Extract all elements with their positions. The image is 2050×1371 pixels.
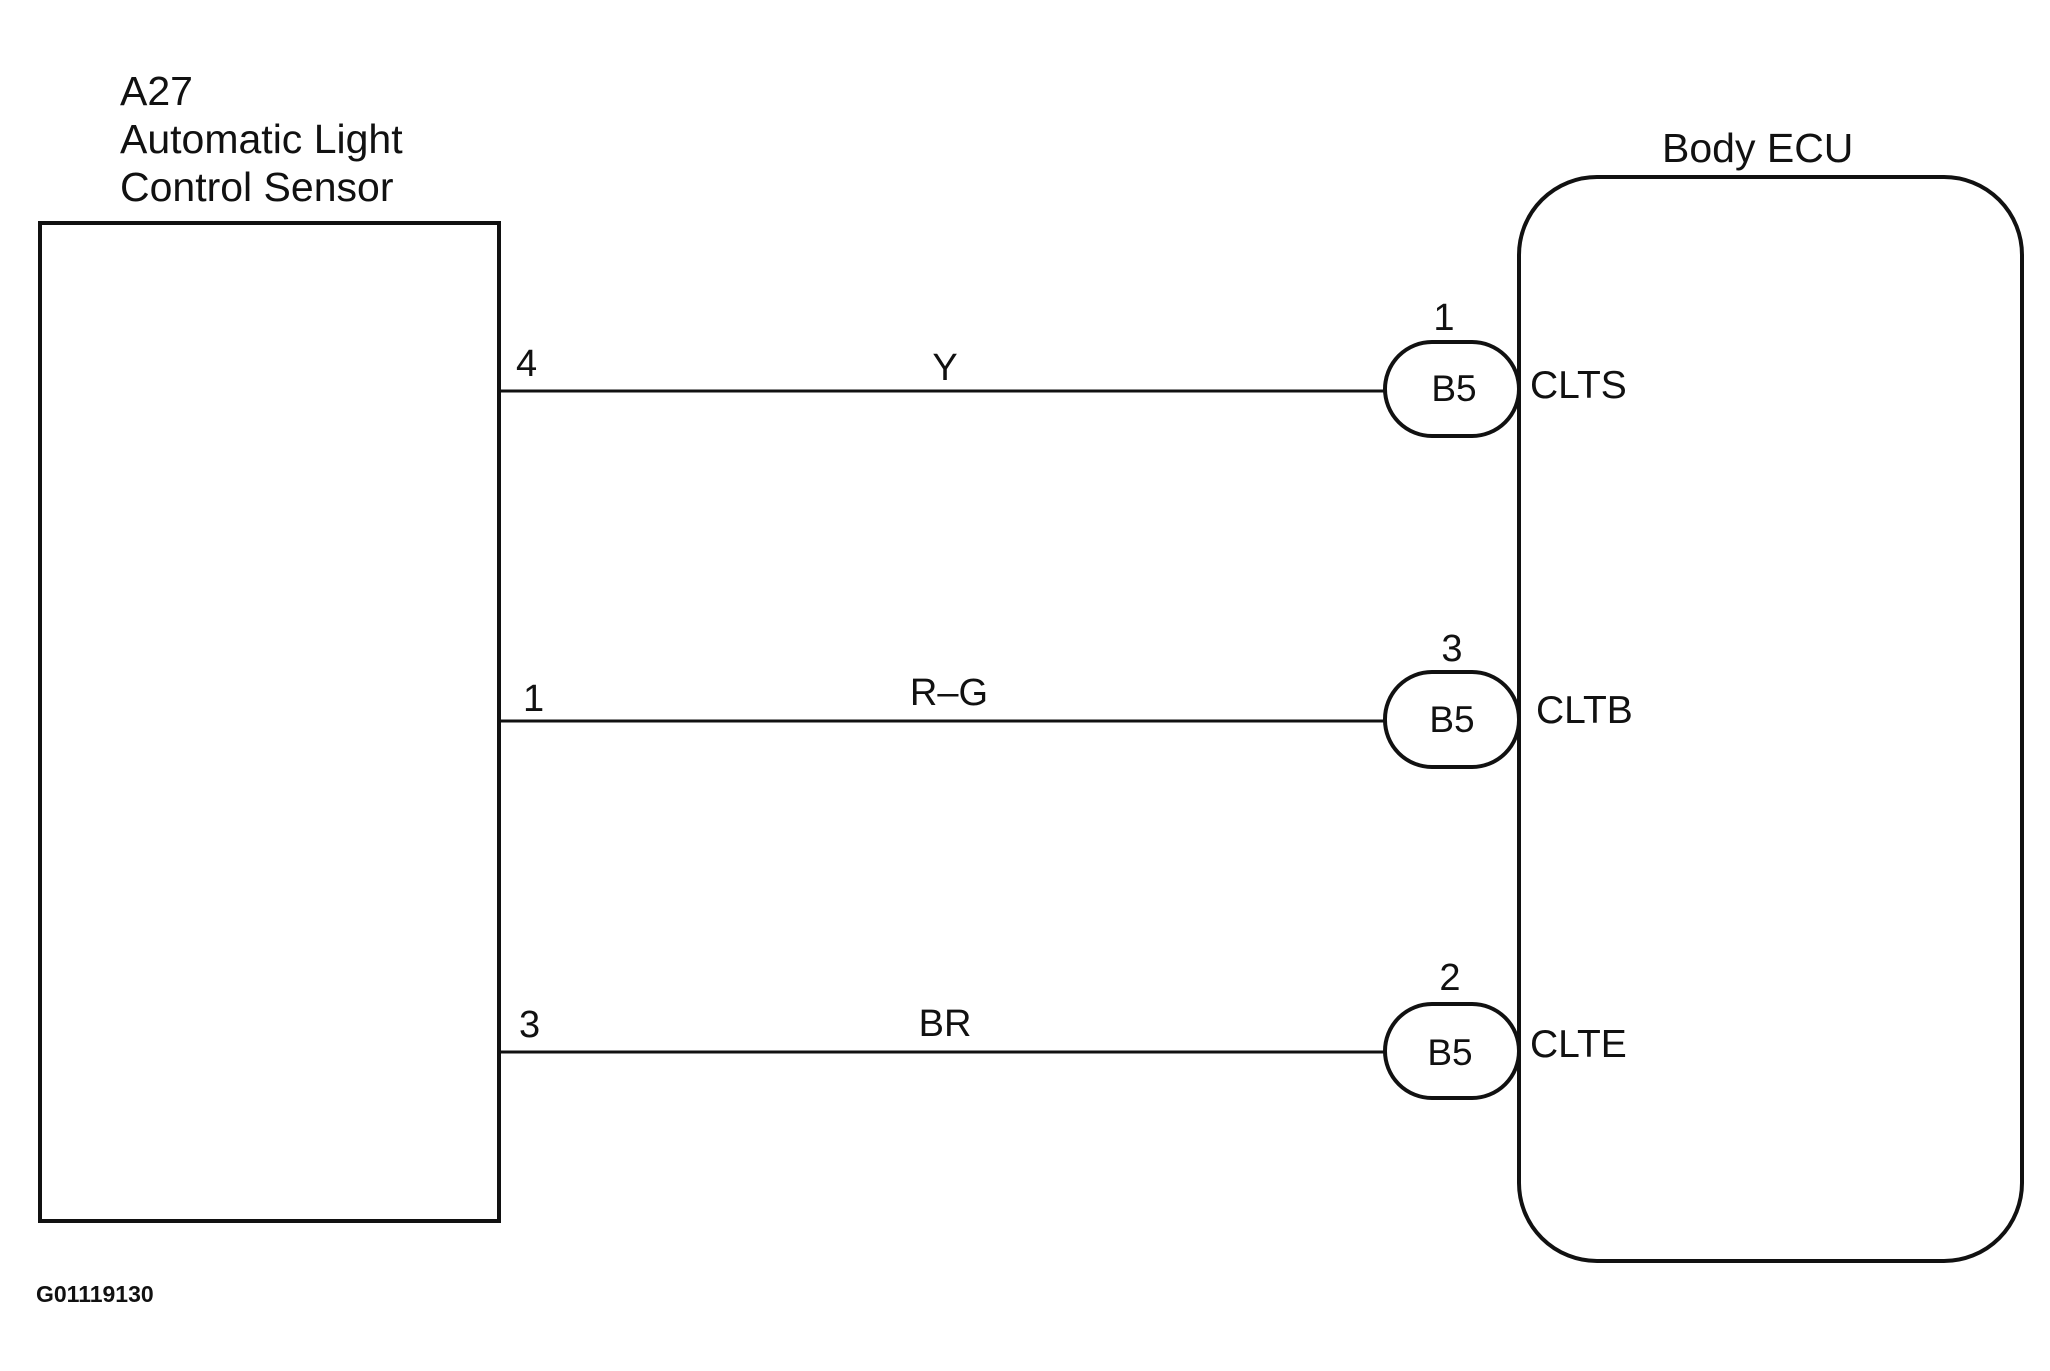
connection-clts: 4 Y 1 B5 CLTS bbox=[499, 297, 1627, 438]
sensor-id: A27 bbox=[120, 68, 193, 114]
connector-label: B5 bbox=[1427, 1032, 1472, 1073]
connector-pill bbox=[1383, 670, 1521, 769]
ecu-pin-label: 3 bbox=[1441, 628, 1462, 670]
connection-cltb: 1 R–G 3 B5 CLTB bbox=[499, 628, 1633, 769]
connector-pill bbox=[1383, 1002, 1521, 1100]
signal-label: CLTS bbox=[1530, 364, 1627, 407]
signal-label: CLTE bbox=[1530, 1023, 1627, 1066]
connector-label: B5 bbox=[1431, 368, 1476, 409]
sensor-pin-label: 3 bbox=[519, 1004, 540, 1046]
signal-label: CLTB bbox=[1536, 689, 1633, 732]
wire-color-label: Y bbox=[932, 347, 957, 389]
sensor-name-line1: Automatic Light bbox=[120, 116, 403, 162]
connector-pill bbox=[1383, 340, 1521, 438]
ecu-pin-label: 2 bbox=[1439, 957, 1460, 999]
ecu-name: Body ECU bbox=[1662, 125, 1853, 171]
figure-code: G01119130 bbox=[36, 1281, 154, 1307]
wire-color-label: BR bbox=[919, 1003, 972, 1045]
wire-color-label: R–G bbox=[910, 672, 988, 714]
sensor-name-line2: Control Sensor bbox=[120, 164, 393, 210]
connection-clte: 3 BR 2 B5 CLTE bbox=[499, 957, 1627, 1100]
sensor-box bbox=[38, 221, 501, 1223]
sensor-pin-label: 4 bbox=[516, 343, 537, 385]
connector-label: B5 bbox=[1429, 699, 1474, 740]
ecu-pin-label: 1 bbox=[1433, 297, 1454, 339]
sensor-pin-label: 1 bbox=[523, 678, 544, 720]
